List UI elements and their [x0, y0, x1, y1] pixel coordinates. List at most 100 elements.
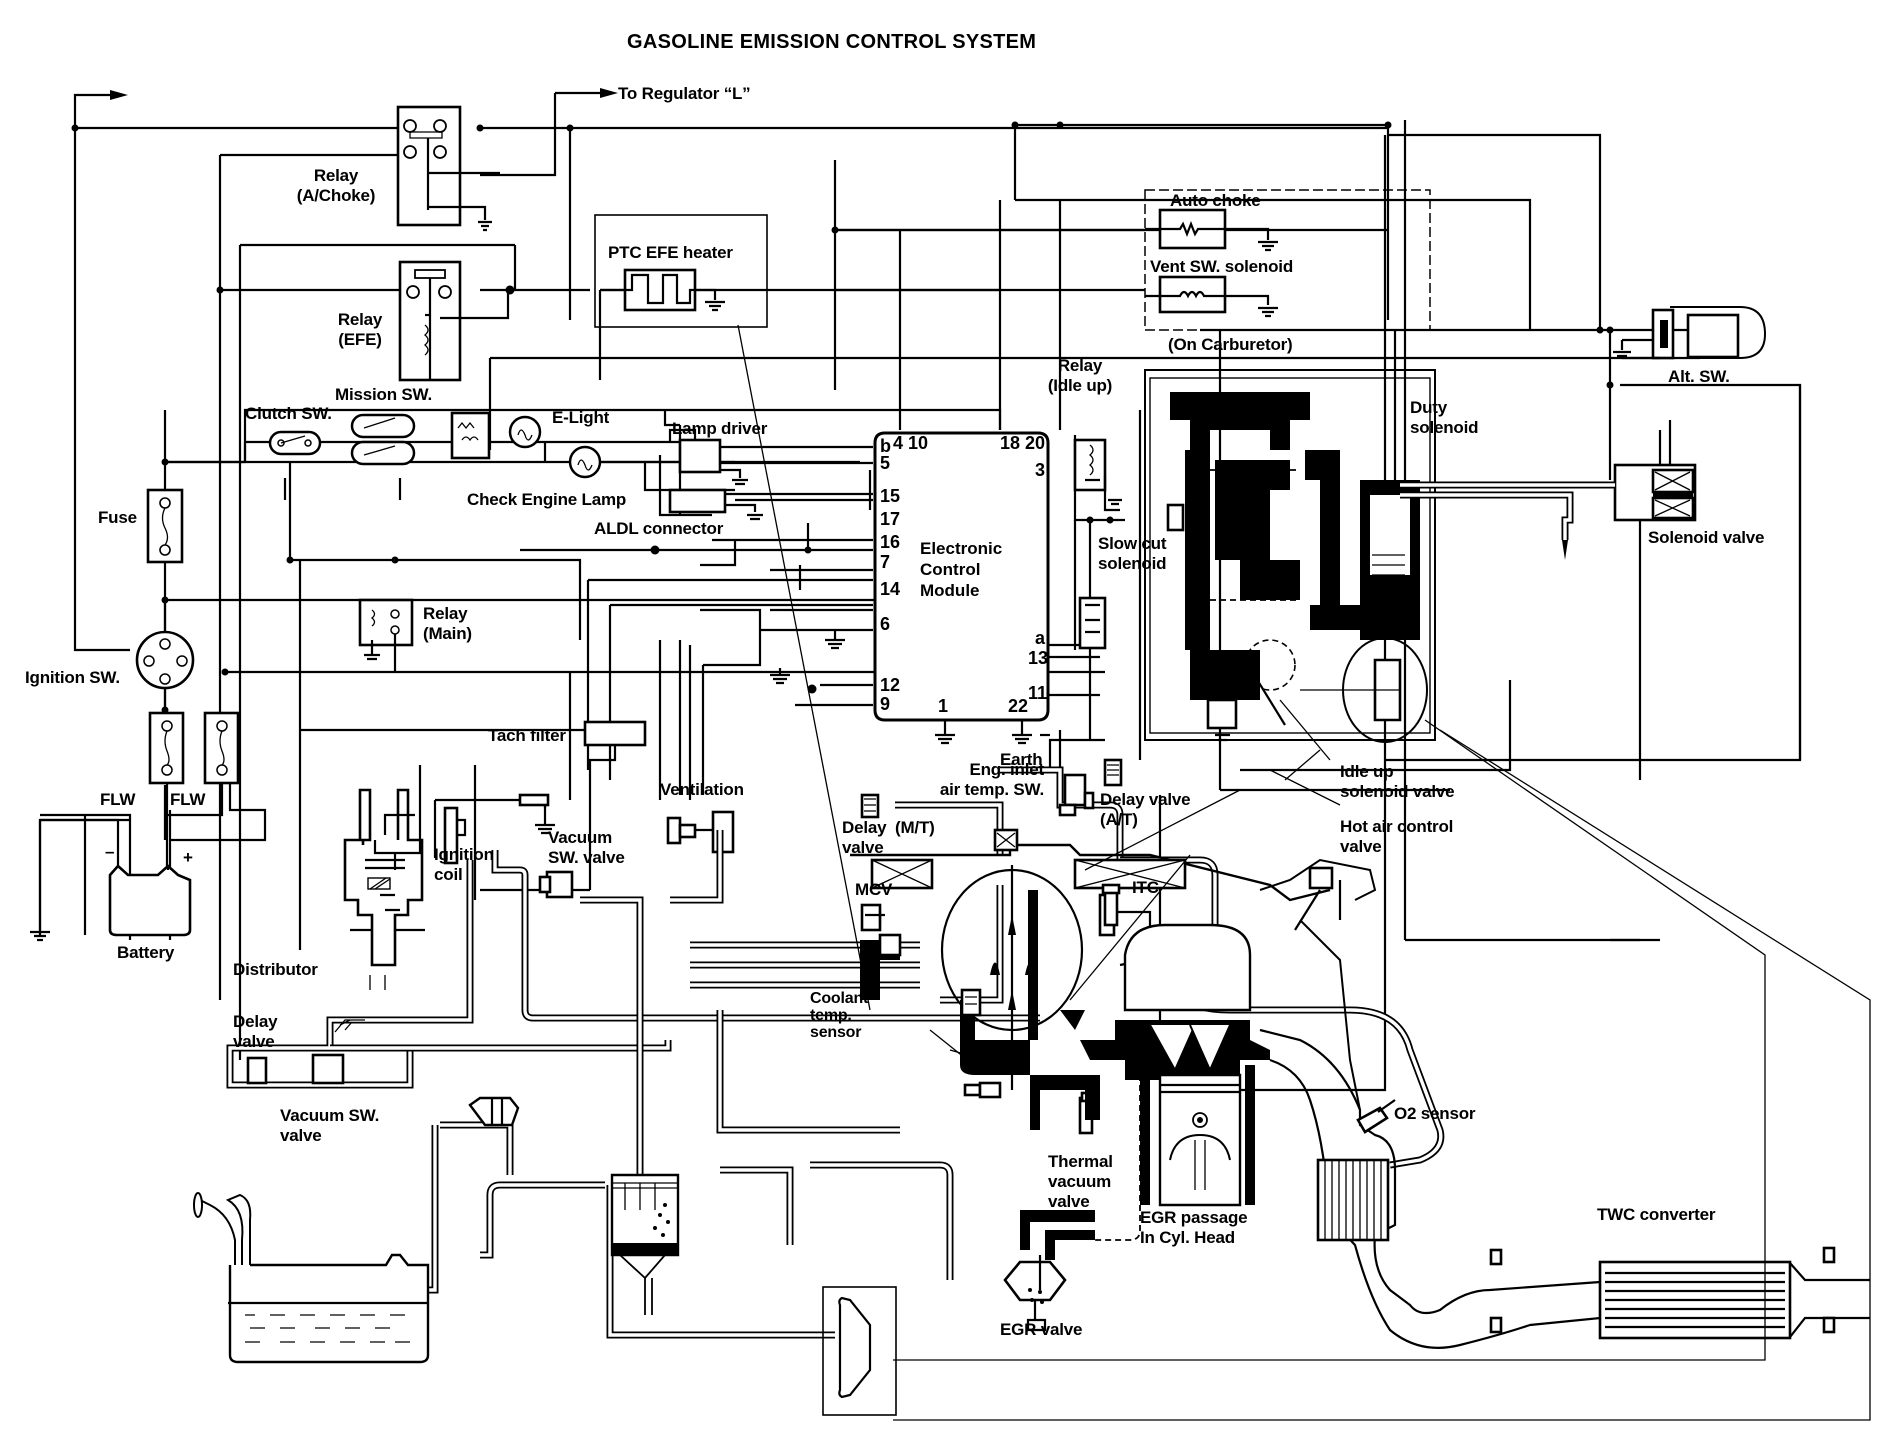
diagram-title: GASOLINE EMISSION CONTROL SYSTEM [627, 31, 1037, 53]
ecm-pin-14: 14 [880, 579, 901, 599]
ecm-pin-3: 3 [1035, 460, 1046, 480]
clutch-sw-label: Clutch SW. [245, 404, 332, 423]
lamp-driver-symbol [678, 438, 873, 486]
delay-valves-at-mt-symbol [860, 758, 1123, 819]
check-engine-lamp-driver [668, 488, 873, 521]
vacuum-sw-valve-upper-symbol [538, 870, 574, 899]
ecm-pin-16: 16 [880, 532, 901, 552]
egr-valve-symbol [1003, 1210, 1095, 1332]
ecm-pin-17: 17 [880, 509, 901, 529]
vent-sw-solenoid-label: Vent SW. solenoid [1150, 257, 1294, 276]
ecm-pin-5: 5 [880, 453, 891, 473]
relay-efe-label: Relay(EFE) [337, 310, 383, 349]
idle-up-solenoid-symbol [1078, 596, 1238, 742]
egr-valve-label: EGR valve [1000, 1320, 1083, 1339]
ecm-pin-18: 18 [1000, 433, 1021, 453]
vacuum-delay-valve-symbol [468, 1096, 520, 1127]
canister-symbol [610, 1173, 680, 1315]
relay-efe-symbol [398, 260, 510, 382]
thermal-vacuum-valve-symbol [1030, 1075, 1100, 1135]
mcv-label: MCV [855, 880, 893, 899]
battery-minus-label: – [105, 842, 115, 861]
solenoid-valve-symbol [1400, 420, 1697, 780]
ecm-pin-a: a [1035, 628, 1046, 648]
aldl-connector-label: ALDL connector [594, 519, 724, 538]
alt-sw-symbol [1613, 306, 1767, 360]
vent-sw-solenoid-symbol [1145, 275, 1278, 318]
mt-label: (M/T) [895, 818, 935, 837]
ecm-pin-11: 11 [1028, 683, 1048, 703]
on-carburetor-label: (On Carburetor) [1168, 335, 1293, 354]
ecm-pin-4: 4 [893, 433, 904, 453]
ecm-pin-10: 10 [908, 433, 929, 453]
ecm-pin-20: 20 [1025, 433, 1046, 453]
ecm-pin-9: 9 [880, 694, 891, 714]
relay-idle-up-symbol [1073, 438, 1122, 512]
ventilation-label: Ventilation [660, 780, 744, 799]
distributor-label: Distributor [233, 960, 318, 979]
e-light-label: E-Light [552, 408, 610, 427]
relay-main-symbol [358, 598, 414, 672]
auto-choke-symbol [1145, 208, 1278, 252]
battery-label: Battery [117, 943, 175, 962]
leader-lines [737, 324, 1871, 1421]
delay-valve-at-label: Delay valve(A/T) [1100, 790, 1191, 829]
ecm-pin-6: 6 [880, 614, 891, 634]
o2-sensor-label: O2 sensor [1394, 1104, 1476, 1123]
alt-sw-label: Alt. SW. [1668, 367, 1730, 386]
relay-a-choke-label: Relay(A/Choke) [296, 166, 376, 205]
spark-plug-wire-sensor [433, 793, 555, 858]
ecm-pin-22: 22 [1008, 696, 1029, 716]
distributor-coil-symbol [343, 788, 467, 990]
twc-converter-label: TWC converter [1597, 1205, 1716, 1224]
relay-a-choke-symbol [396, 105, 500, 232]
ptc-efe-heater-symbol [594, 214, 768, 328]
ecm-grounds [770, 630, 1032, 745]
junction-dots [71, 121, 1614, 714]
check-engine-lamp-label: Check Engine Lamp [467, 490, 627, 509]
relay-idle-up-label: Relay(Idle up) [1047, 356, 1113, 395]
coolant-temp-sensor-symbol [963, 1081, 1002, 1099]
delay-valve-left-symbol [246, 1019, 365, 1085]
ecm-pin-13: 13 [1028, 648, 1049, 668]
itc-label: ITC [1132, 878, 1159, 897]
ptc-efe-heater-label: PTC EFE heater [608, 243, 733, 262]
itc-symbol [1101, 883, 1121, 927]
tach-filter-label: Tach filter [488, 726, 566, 745]
carburetor-box [1144, 189, 1436, 741]
ignition-switch-symbol [135, 630, 195, 713]
engine-cylinder [1095, 923, 1270, 1241]
vacuum-sw-valve-lower-label: Vacuum SW.valve [280, 1106, 380, 1145]
slow-cut-solenoid-symbol [1166, 503, 1185, 532]
solenoid-valve-label: Solenoid valve [1648, 528, 1765, 547]
flw-label-1: FLW [100, 790, 136, 809]
ecm-pin-12: 12 [880, 675, 901, 695]
flw-label-2: FLW [170, 790, 206, 809]
fuel-tank-symbol [193, 1192, 430, 1364]
earth-label: Earth [1000, 750, 1043, 769]
auto-choke-label: Auto choke [1170, 191, 1261, 210]
vacuum-hoses [226, 766, 1445, 1339]
to-regulator-label: To Regulator “L” [618, 84, 751, 103]
mcv-symbol [860, 903, 885, 932]
mission-sw-label: Mission SW. [335, 385, 432, 404]
ecm-pin-b: b [880, 436, 891, 456]
ecm-box [873, 431, 1050, 722]
relay-main-label: Relay(Main) [423, 604, 472, 643]
flw-fuses-symbol [148, 711, 240, 870]
carburetor-body [1170, 392, 1428, 743]
battery-symbol [30, 818, 192, 942]
